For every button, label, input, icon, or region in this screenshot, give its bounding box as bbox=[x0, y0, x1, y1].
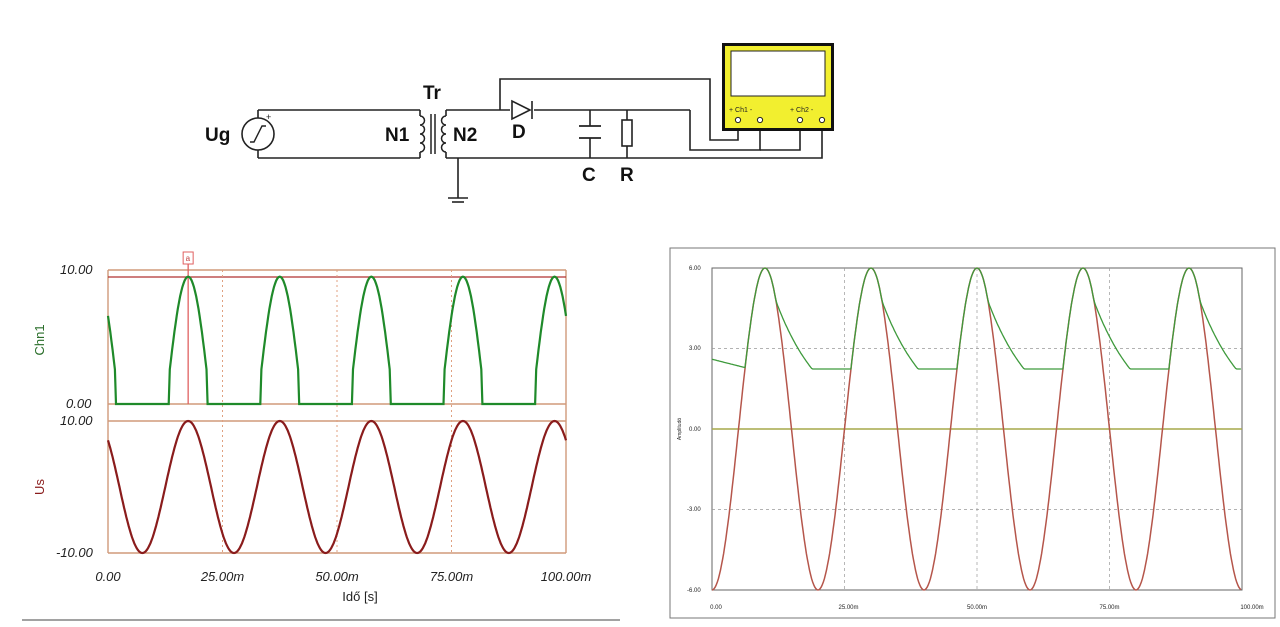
bottom-xlabel: Idő [s] bbox=[342, 589, 377, 604]
chart-left: a 10.00 0.00 10.00 -10.00 Chn1 Us 0.00 2… bbox=[32, 251, 591, 604]
scope-terminal-ch1-plus bbox=[734, 116, 742, 124]
left-gridlines bbox=[222, 270, 452, 553]
ytick-label: -6.00 bbox=[687, 588, 701, 594]
oscilloscope: + Ch1 - + Ch2 - bbox=[722, 43, 834, 131]
xtick-label: 25.00m bbox=[200, 569, 245, 584]
right-ylabel: Amplitudó bbox=[677, 418, 683, 440]
top-ytick-max: 10.00 bbox=[60, 262, 93, 277]
right-gridlines bbox=[712, 268, 1242, 590]
chn1-series-line bbox=[106, 275, 568, 406]
right-series-envelope bbox=[711, 267, 1241, 370]
primary-label: N1 bbox=[385, 125, 410, 146]
resistor-icon bbox=[621, 119, 633, 147]
wire-ch1-plus bbox=[499, 78, 739, 141]
wire-ch2-plus bbox=[760, 122, 801, 151]
wire-ch2-minus bbox=[690, 122, 823, 159]
secondary-label: N2 bbox=[453, 125, 477, 146]
us-series-line bbox=[106, 419, 568, 555]
xtick-label: 0.00 bbox=[710, 605, 722, 611]
xtick-label: 50.00m bbox=[315, 569, 359, 584]
xtick-label: 75.00m bbox=[1099, 605, 1119, 611]
transformer-icon bbox=[419, 114, 447, 154]
cursor-marker bbox=[182, 251, 194, 265]
ac-source-icon: + bbox=[241, 112, 275, 151]
bottom-ytick-max: 10.00 bbox=[60, 413, 93, 428]
xtick-label: 50.00m bbox=[967, 605, 987, 611]
circuit-schematic bbox=[257, 78, 823, 198]
scope-terminal-ch1-minus bbox=[756, 116, 764, 124]
right-figure-frame bbox=[669, 247, 1276, 619]
resistor-label: R bbox=[620, 165, 634, 186]
scope-terminal-ch2-minus bbox=[818, 116, 826, 124]
xtick-label: 25.00m bbox=[838, 605, 858, 611]
bottom-ylabel: Us bbox=[32, 479, 47, 495]
capacitor-icon bbox=[579, 125, 601, 139]
source-label: Ug bbox=[205, 125, 230, 146]
right-ytick-labels: 6.00 3.00 0.00 -3.00 -6.00 bbox=[687, 266, 701, 594]
wire-ch1-minus bbox=[689, 110, 761, 151]
ytick-label: -3.00 bbox=[687, 507, 701, 513]
right-xtick-labels: 0.00 25.00m 50.00m 75.00m 100.00m bbox=[710, 605, 1264, 611]
scope-screen bbox=[730, 50, 826, 97]
ground-icon bbox=[448, 197, 468, 203]
top-ylabel: Chn1 bbox=[32, 324, 47, 355]
bottom-ytick-min: -10.00 bbox=[56, 545, 94, 560]
top-ytick-min: 0.00 bbox=[66, 396, 92, 411]
scope-terminal-ch2-plus bbox=[796, 116, 804, 124]
chart-right: 6.00 3.00 0.00 -3.00 -6.00 0.00 25.00m 5… bbox=[669, 247, 1276, 619]
xtick-label: 100.00m bbox=[1240, 605, 1263, 611]
ytick-label: 3.00 bbox=[689, 346, 701, 352]
transformer-label: Tr bbox=[423, 83, 442, 104]
ytick-label: 0.00 bbox=[689, 427, 701, 433]
cursor-label: a bbox=[186, 254, 191, 263]
xtick-label: 100.00m bbox=[541, 569, 592, 584]
left-xtick-labels: 0.00 25.00m 50.00m 75.00m 100.00m bbox=[95, 569, 591, 584]
ytick-label: 6.00 bbox=[689, 266, 701, 272]
diode-label: D bbox=[512, 122, 526, 143]
scope-ch1-label: + Ch1 - bbox=[729, 107, 753, 114]
xtick-label: 75.00m bbox=[430, 569, 474, 584]
xtick-label: 0.00 bbox=[95, 569, 121, 584]
scope-ch2-label: + Ch2 - bbox=[790, 107, 814, 114]
diode-icon bbox=[511, 99, 533, 121]
svg-text:+: + bbox=[266, 112, 271, 122]
capacitor-label: C bbox=[582, 165, 596, 186]
